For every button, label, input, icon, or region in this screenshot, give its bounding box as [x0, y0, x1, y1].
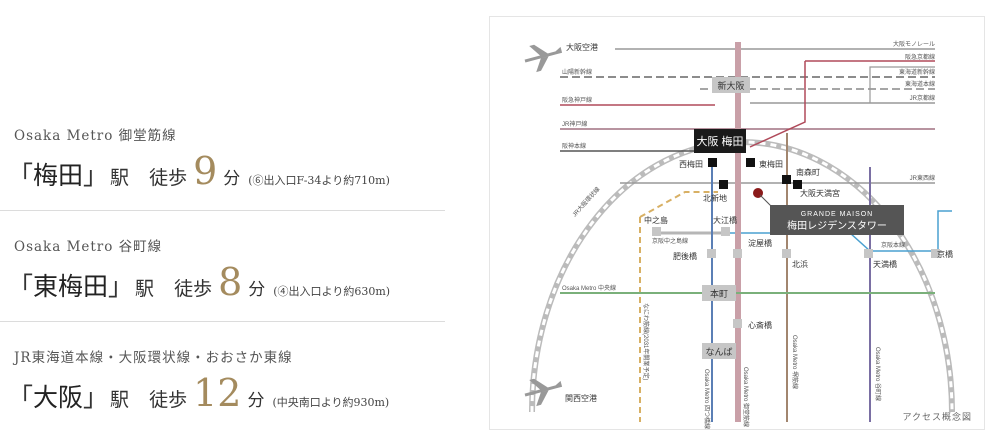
- station-label-kitashinchi: 北新地: [703, 193, 727, 203]
- station-label-keihan-nakanoshima: 京阪中之島線: [652, 237, 688, 245]
- line-hanshin-branch: [869, 66, 935, 103]
- station-box-shin-osaka: [712, 77, 750, 93]
- line-label-yotsubashi: Osaka Metro 四つ橋線: [703, 369, 711, 429]
- line-name: Osaka Metro 谷町線: [14, 239, 163, 255]
- station-label-kitahama: 北浜: [792, 259, 808, 269]
- walk-minutes: 12: [193, 371, 242, 415]
- access-item-umeda: Osaka Metro 御堂筋線 「 梅田 」 駅 徒歩 9 分 (⑥出入口F-…: [0, 100, 445, 211]
- line-label-jr-kyoto: JR京都線: [910, 94, 935, 102]
- minutes-unit: 分: [223, 169, 241, 189]
- station-row: 「 東梅田 」 駅 徒歩 8 分 (④出入口より約630m): [8, 263, 390, 303]
- station-marker-higobashi: [707, 249, 716, 258]
- route-map-svg: 大阪 梅田 GRANDE MAISON 梅田レジデンスタワー 新大阪 西梅田 東…: [524, 40, 955, 429]
- airplane-icon-kansai: [524, 378, 563, 407]
- station-name: 梅田: [33, 161, 84, 190]
- line-label-hankyu-kyoto: 阪急京都線: [905, 53, 935, 61]
- station-label-keihan-main: 京阪本線: [881, 241, 905, 249]
- station-name: 東梅田: [33, 272, 109, 301]
- station-label-tenmabashi: 天満橋: [873, 259, 897, 269]
- access-map: 大阪 梅田 GRANDE MAISON 梅田レジデンスタワー 新大阪 西梅田 東…: [489, 16, 985, 430]
- line-naniwasuji-top: [639, 191, 718, 218]
- access-item-higashi-umeda: Osaka Metro 谷町線 「 東梅田 」 駅 徒歩 8 分 (④出入口より…: [0, 211, 445, 322]
- station-marker-oebashi: [721, 227, 730, 236]
- line-label-monorail: 大阪モノレール: [893, 40, 935, 48]
- station-box-osaka-umeda: [694, 129, 746, 153]
- walk-label: 徒歩: [149, 389, 188, 411]
- station-label-honmachi: 本町: [710, 288, 728, 299]
- station-label-nishi-umeda: 西梅田: [679, 159, 703, 169]
- line-label-midosuji: Osaka Metro 御堂筋線: [742, 367, 750, 427]
- minutes-unit: 分: [248, 280, 266, 300]
- line-label-chuo: Osaka Metro 中央線: [562, 284, 616, 292]
- line-label-naniwasuji: なにわ筋線(2031年開業予定): [642, 303, 650, 380]
- station-box-honmachi: [702, 285, 736, 301]
- bracket-open: 「: [8, 272, 34, 301]
- station-marker-minamimorimachi: [782, 175, 791, 184]
- line-label-sakaisuji: Osaka Metro 堺筋線: [791, 335, 799, 389]
- line-label-sanyo-shinkansen: 山陽新幹線: [562, 68, 592, 76]
- station-marker-nakanoshima: [652, 227, 661, 236]
- station-marker-osaka-tenmangu: [793, 180, 802, 189]
- minutes-unit: 分: [247, 391, 265, 411]
- bracket-close: 」: [108, 272, 134, 301]
- exit-note: (④出入口より約630m): [273, 285, 391, 298]
- station-marker-kyobashi: [931, 249, 940, 258]
- station-label-oebashi: 大江橋: [713, 215, 737, 225]
- eki-label: 駅: [110, 389, 130, 411]
- line-hankyu-branch: [749, 61, 806, 148]
- access-list: Osaka Metro 御堂筋線 「 梅田 」 駅 徒歩 9 分 (⑥出入口F-…: [0, 100, 445, 432]
- line-label-hankyu-kobe: 阪急神戸線: [562, 96, 592, 104]
- eki-label: 駅: [110, 167, 130, 189]
- bracket-close: 」: [83, 383, 109, 412]
- bracket-close: 」: [83, 161, 109, 190]
- bracket-open: 「: [8, 161, 34, 190]
- line-label-jr-kobe: JR神戸線: [562, 120, 587, 128]
- station-row: 「 大阪 」 駅 徒歩 12 分 (中央南口より約930m): [8, 374, 389, 414]
- line-label-hanshin: 阪神本線: [562, 142, 586, 150]
- exit-note: (⑥出入口F-34より約710m): [248, 174, 390, 187]
- station-box-namba: [702, 343, 736, 359]
- property-label-en: GRANDE MAISON: [801, 211, 874, 218]
- station-label-higashi-umeda: 東梅田: [759, 159, 783, 169]
- property-label-box: [770, 205, 904, 235]
- station-label-namba: なんば: [705, 347, 732, 357]
- station-row: 「 梅田 」 駅 徒歩 9 分 (⑥出入口F-34より約710m): [8, 152, 390, 192]
- walk-minutes: 9: [193, 149, 218, 193]
- map-caption: アクセス概念図: [902, 413, 972, 423]
- line-label-tokaido-shinkansen: 東海道新幹線: [899, 68, 935, 76]
- station-label-osaka-tenmangu: 大阪天満宮: [800, 188, 840, 198]
- airplane-icon-itami: [524, 44, 563, 73]
- access-item-osaka: JR東海道本線・大阪環状線・おおさか東線 「 大阪 」 駅 徒歩 12 分 (中…: [0, 322, 445, 432]
- airport-label-itami: 大阪空港: [566, 42, 598, 52]
- station-label-shinsaibashi: 心斎橋: [748, 320, 772, 330]
- line-label-tokaido-main: 東海道本線: [905, 80, 935, 88]
- eki-label: 駅: [135, 278, 155, 300]
- station-marker-higashi-umeda: [746, 158, 755, 167]
- station-name: 大阪: [33, 383, 84, 412]
- line-label-tanimachi: Osaka Metro 谷町線: [874, 347, 882, 401]
- walk-label: 徒歩: [174, 278, 213, 300]
- line-label-jr-tozai: JR東西線: [910, 174, 935, 182]
- walk-label: 徒歩: [149, 167, 188, 189]
- station-marker-nishi-umeda: [708, 158, 717, 167]
- line-name: JR東海道本線・大阪環状線・おおさか東線: [14, 350, 293, 366]
- station-label-yodoyabashi: 淀屋橋: [748, 238, 772, 248]
- station-label-minamimorimachi: 南森町: [796, 167, 820, 177]
- airport-label-kansai: 関西空港: [565, 393, 597, 403]
- bracket-open: 「: [8, 383, 34, 412]
- station-label-kyobashi: 京橋: [937, 249, 953, 259]
- station-label-shin-osaka: 新大阪: [717, 80, 744, 91]
- station-label-osaka-umeda: 大阪 梅田: [696, 134, 743, 148]
- station-marker-tenmabashi: [864, 249, 873, 258]
- station-marker-yodoyabashi: [733, 249, 742, 258]
- station-marker-kitashinchi: [719, 180, 728, 189]
- station-marker-kitahama: [782, 249, 791, 258]
- property-label-ja: 梅田レジデンスタワー: [787, 219, 887, 232]
- exit-note: (中央南口より約930m): [272, 396, 390, 409]
- line-name: Osaka Metro 御堂筋線: [14, 128, 177, 144]
- station-marker-shinsaibashi: [733, 319, 742, 328]
- station-label-nakanoshima: 中之島: [644, 215, 668, 225]
- station-label-higobashi: 肥後橋: [673, 251, 697, 261]
- walk-minutes: 8: [218, 260, 243, 304]
